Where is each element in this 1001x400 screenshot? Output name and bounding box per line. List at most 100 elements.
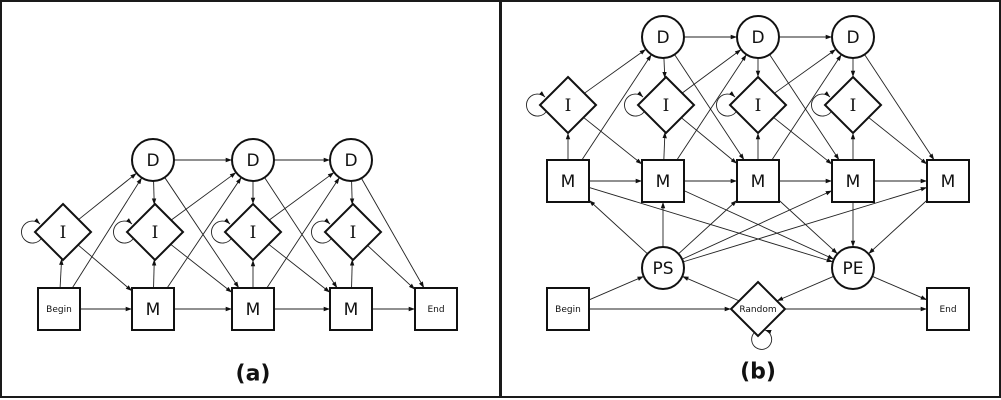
node-i0: I: [526, 75, 598, 135]
edge-d2-to-m3: [769, 54, 840, 161]
diamond-shape: [323, 202, 383, 262]
node-label: M: [941, 172, 956, 192]
self-loop-arrow: [716, 91, 737, 117]
edge-i1-to-m2: [170, 243, 233, 293]
node-ps: PS: [641, 246, 685, 290]
node-label: M: [246, 300, 261, 320]
self-loop-arrow: [811, 91, 832, 117]
square-shape: [546, 287, 590, 331]
node-label: M: [846, 172, 861, 192]
node-label: PS: [652, 259, 673, 279]
edge-begin-to-i0: [59, 258, 64, 289]
node-label: PE: [843, 259, 864, 279]
edge-m1-to-i1: [662, 131, 667, 161]
node-label: D: [751, 28, 764, 48]
circle-shape: [831, 15, 875, 59]
self-loop-arrow: [751, 329, 773, 350]
square-shape: [641, 159, 685, 203]
node-i2: I: [211, 202, 283, 262]
edge-pe-to-random: [776, 275, 834, 302]
edge-i1-to-m2: [681, 117, 738, 164]
panel-caption: (b): [740, 360, 776, 385]
edge-pe-to-end: [872, 275, 928, 301]
node-i1: I: [624, 75, 696, 135]
node-label: I: [250, 223, 257, 243]
node-label: Begin: [46, 305, 72, 315]
node-label: D: [344, 151, 357, 171]
node-begin: Begin: [37, 287, 81, 331]
node-label: I: [350, 223, 357, 243]
edge-d1-to-i1: [151, 180, 157, 205]
node-m1: M: [131, 287, 175, 331]
edge-i3-to-end: [367, 245, 416, 290]
node-d3: D: [329, 138, 373, 182]
edge-i0-to-m1: [583, 117, 643, 165]
edge-m2-to-d3: [266, 177, 340, 289]
edge-d2-to-m3: [264, 177, 338, 289]
edge-ps-to-m2: [678, 199, 738, 255]
square-shape: [546, 159, 590, 203]
edge-i1-to-d2: [681, 49, 742, 94]
self-loop-arrow: [311, 218, 332, 244]
node-label: I: [663, 96, 670, 116]
edge-m0-to-d1: [581, 54, 652, 161]
edge-m1-to-i1: [151, 259, 157, 289]
node-d2: D: [736, 15, 780, 59]
node-label: D: [246, 151, 259, 171]
node-label: I: [850, 96, 857, 116]
node-label: M: [146, 300, 161, 320]
edge-i0-to-d1: [78, 172, 137, 220]
node-pe: PE: [831, 246, 875, 290]
self-loop-arrow: [211, 218, 232, 244]
square-shape: [926, 159, 970, 203]
node-label: M: [561, 172, 576, 192]
node-m3: M: [831, 159, 875, 203]
square-shape: [37, 287, 81, 331]
edge-i1-to-d2: [170, 172, 237, 221]
edge-random-to-ps: [682, 275, 740, 302]
node-m0: M: [546, 159, 590, 203]
edge-i0-to-d1: [584, 48, 647, 94]
edge-ps-to-m0: [588, 199, 648, 255]
self-loop-arrow: [21, 218, 42, 244]
node-d1: D: [641, 15, 685, 59]
edge-d1-to-i1: [662, 57, 667, 79]
circle-shape: [329, 138, 373, 182]
edge-m2-to-d3: [771, 54, 842, 161]
circle-shape: [736, 15, 780, 59]
square-shape: [329, 287, 373, 331]
edge-i2-to-d3: [774, 48, 837, 94]
edge-i2-to-m3: [773, 117, 833, 165]
node-d3: D: [831, 15, 875, 59]
edge-m1-to-pe: [683, 190, 835, 260]
self-loop-arrow: [624, 91, 645, 117]
node-i1: I: [113, 202, 185, 262]
node-d1: D: [131, 138, 175, 182]
node-label: D: [656, 28, 669, 48]
panel-caption: (a): [236, 362, 271, 387]
diamond-shape: [538, 75, 598, 135]
node-label: End: [939, 305, 956, 315]
square-shape: [231, 287, 275, 331]
square-shape: [131, 287, 175, 331]
node-label: End: [427, 305, 444, 315]
edge-i0-to-m1: [77, 244, 133, 292]
node-i3: I: [311, 202, 383, 262]
edge-m1-to-d2: [166, 177, 242, 289]
node-begin: Begin: [546, 287, 590, 331]
diamond-shape: [125, 202, 185, 262]
diamond-shape: [729, 280, 787, 338]
node-d2: D: [231, 138, 275, 182]
self-loop-arrow: [113, 218, 134, 244]
edges: [565, 34, 935, 312]
node-label: D: [846, 28, 859, 48]
square-shape: [414, 287, 458, 331]
edge-m2-to-pe: [778, 199, 838, 255]
edge-m3-to-i3: [349, 259, 355, 289]
node-label: I: [565, 96, 572, 116]
node-m2: M: [736, 159, 780, 203]
node-label: M: [751, 172, 766, 192]
